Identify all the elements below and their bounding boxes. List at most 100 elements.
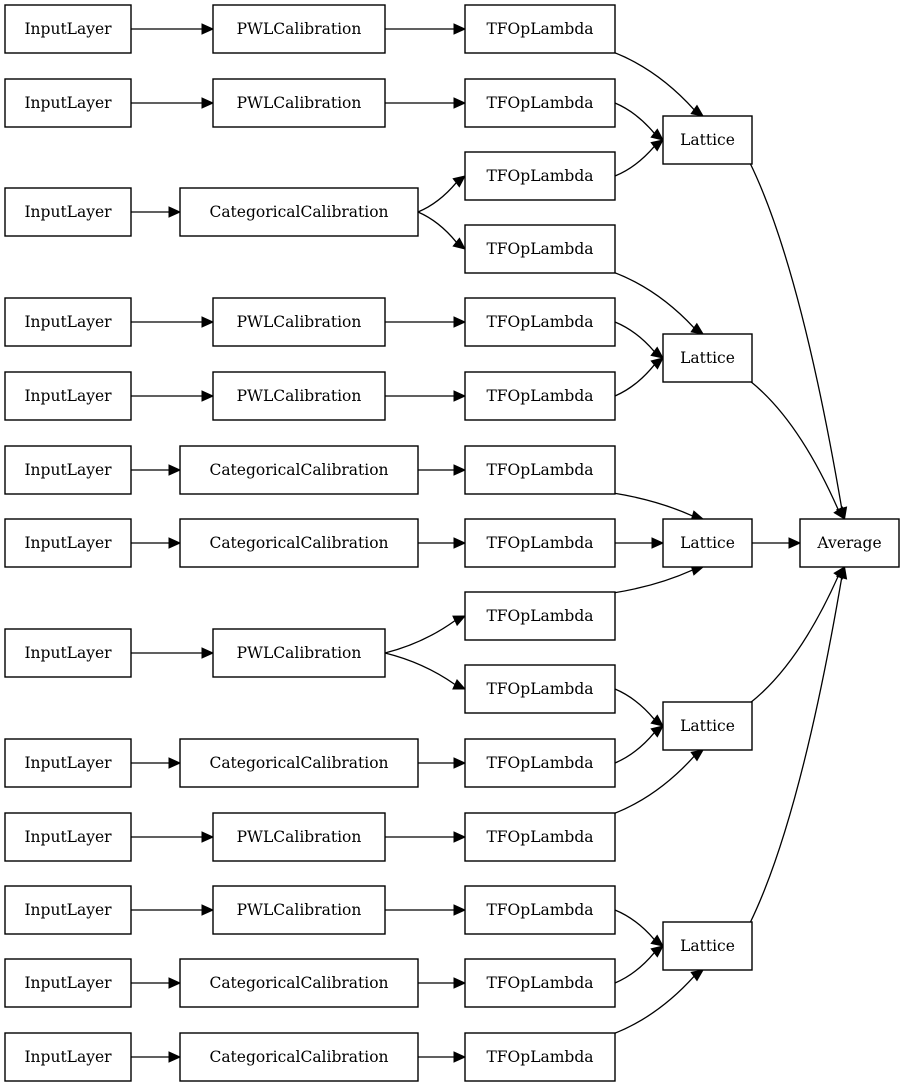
node-tfop-lambda[interactable]: TFOpLambda [464,1032,616,1082]
node-tfop-lambda[interactable]: TFOpLambda [464,885,616,935]
node-pwlcalibration[interactable]: PWLCalibration [212,812,386,862]
node-box[interactable] [662,518,753,568]
node-box[interactable] [212,78,386,128]
node-categorical-calibration[interactable]: CategoricalCalibration [179,1032,419,1082]
node-tfop-lambda[interactable]: TFOpLambda [464,151,616,201]
node-pwlcalibration[interactable]: PWLCalibration [212,371,386,421]
node-box[interactable] [464,445,616,495]
node-label: TFOpLambda [486,240,593,258]
node-box[interactable] [464,1032,616,1082]
arrowhead-icon [452,679,467,690]
node-pwlcalibration[interactable]: PWLCalibration [212,4,386,54]
node-tfop-lambda[interactable]: TFOpLambda [464,224,616,274]
node-categorical-calibration[interactable]: CategoricalCalibration [179,958,419,1008]
node-box[interactable] [464,738,616,788]
node-box[interactable] [4,518,132,568]
node-lattice[interactable]: Lattice [662,518,753,568]
node-box[interactable] [179,518,419,568]
node-box[interactable] [179,187,419,237]
node-box[interactable] [464,78,616,128]
node-tfop-lambda[interactable]: TFOpLambda [464,297,616,347]
node-input-layer[interactable]: InputLayer [4,445,132,495]
node-box[interactable] [4,445,132,495]
node-box[interactable] [464,224,616,274]
node-tfop-lambda[interactable]: TFOpLambda [464,4,616,54]
node-box[interactable] [212,4,386,54]
edge-lattice-to-average [752,537,802,549]
node-box[interactable] [464,371,616,421]
node-tfop-lambda[interactable]: TFOpLambda [464,371,616,421]
node-tfop-lambda[interactable]: TFOpLambda [464,445,616,495]
node-box[interactable] [464,297,616,347]
node-pwlcalibration[interactable]: PWLCalibration [212,297,386,347]
node-input-layer[interactable]: InputLayer [4,518,132,568]
node-input-layer[interactable]: InputLayer [4,78,132,128]
node-box[interactable] [464,885,616,935]
node-categorical-calibration[interactable]: CategoricalCalibration [179,187,419,237]
node-categorical-calibration[interactable]: CategoricalCalibration [179,518,419,568]
edge-tfop-lambda-to-lattice [612,492,705,522]
node-tfop-lambda[interactable]: TFOpLambda [464,812,616,862]
node-box[interactable] [179,445,419,495]
node-box[interactable] [212,885,386,935]
node-categorical-calibration[interactable]: CategoricalCalibration [179,738,419,788]
node-box[interactable] [662,921,753,971]
node-pwlcalibration[interactable]: PWLCalibration [212,628,386,678]
node-input-layer[interactable]: InputLayer [4,1032,132,1082]
edge-tfop-lambda-to-lattice [614,102,664,141]
node-box[interactable] [179,958,419,1008]
node-average[interactable]: Average [799,518,900,568]
node-box[interactable] [212,628,386,678]
node-tfop-lambda[interactable]: TFOpLambda [464,664,616,714]
node-input-layer[interactable]: InputLayer [4,885,132,935]
node-input-layer[interactable]: InputLayer [4,297,132,347]
node-box[interactable] [4,371,132,421]
node-tfop-lambda[interactable]: TFOpLambda [464,78,616,128]
node-box[interactable] [464,518,616,568]
node-box[interactable] [662,115,753,165]
node-input-layer[interactable]: InputLayer [4,371,132,421]
node-box[interactable] [464,4,616,54]
node-box[interactable] [464,958,616,1008]
node-box[interactable] [4,1032,132,1082]
node-box[interactable] [464,664,616,714]
node-box[interactable] [4,297,132,347]
node-box[interactable] [4,812,132,862]
node-box[interactable] [662,333,753,383]
node-lattice[interactable]: Lattice [662,115,753,165]
node-box[interactable] [4,187,132,237]
node-box[interactable] [212,812,386,862]
node-box[interactable] [4,78,132,128]
node-tfop-lambda[interactable]: TFOpLambda [464,518,616,568]
node-box[interactable] [212,297,386,347]
node-pwlcalibration[interactable]: PWLCalibration [212,885,386,935]
node-lattice[interactable]: Lattice [662,333,753,383]
node-box[interactable] [799,518,900,568]
node-box[interactable] [4,738,132,788]
node-box[interactable] [4,885,132,935]
node-tfop-lambda[interactable]: TFOpLambda [464,591,616,641]
node-box[interactable] [179,738,419,788]
node-lattice[interactable]: Lattice [662,921,753,971]
node-input-layer[interactable]: InputLayer [4,812,132,862]
node-box[interactable] [662,701,753,751]
node-label: PWLCalibration [237,828,362,846]
node-input-layer[interactable]: InputLayer [4,628,132,678]
node-lattice[interactable]: Lattice [662,701,753,751]
node-tfop-lambda[interactable]: TFOpLambda [464,958,616,1008]
node-box[interactable] [179,1032,419,1082]
node-input-layer[interactable]: InputLayer [4,187,132,237]
node-categorical-calibration[interactable]: CategoricalCalibration [179,445,419,495]
node-box[interactable] [464,812,616,862]
node-box[interactable] [212,371,386,421]
node-input-layer[interactable]: InputLayer [4,738,132,788]
node-box[interactable] [4,4,132,54]
node-box[interactable] [4,628,132,678]
node-tfop-lambda[interactable]: TFOpLambda [464,738,616,788]
node-pwlcalibration[interactable]: PWLCalibration [212,78,386,128]
node-input-layer[interactable]: InputLayer [4,4,132,54]
node-box[interactable] [464,591,616,641]
node-input-layer[interactable]: InputLayer [4,958,132,1008]
node-box[interactable] [4,958,132,1008]
node-box[interactable] [464,151,616,201]
